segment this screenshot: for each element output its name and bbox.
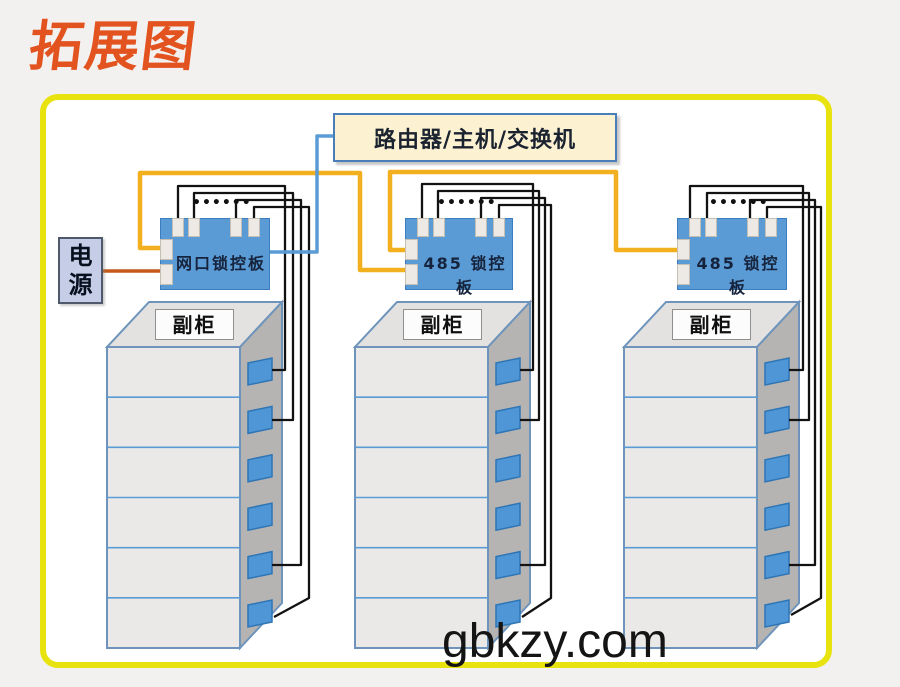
- cabinet-label: 副柜: [155, 309, 234, 340]
- network-lock-board: 网口锁控板: [160, 218, 270, 290]
- board-port-top: [747, 218, 759, 237]
- lock-icon: [495, 405, 521, 435]
- more-ports-dots: ••••••: [709, 195, 769, 211]
- cabinet-label: 副柜: [672, 309, 751, 340]
- lock-cable: [705, 191, 811, 422]
- lock-icon: [247, 599, 273, 628]
- board-label: 485 锁控板: [696, 254, 780, 297]
- rs485-lock-board-1: 485 锁控板: [405, 218, 513, 297]
- lock-icon: [495, 502, 521, 532]
- lock-cable: [192, 191, 295, 422]
- router-label: 路由器/主机/交换机: [373, 127, 577, 153]
- power-label: 电源: [68, 240, 93, 299]
- board-port-top: [475, 218, 487, 237]
- lock-icon: [495, 453, 521, 483]
- board-port-top: [765, 218, 777, 237]
- lock-icon: [247, 550, 273, 580]
- ethernet-cable: [269, 134, 334, 254]
- lock-icon: [764, 357, 790, 386]
- lock-icon: [247, 453, 273, 483]
- lock-icon: [247, 502, 273, 532]
- board-port-top: [188, 218, 200, 237]
- lock-cable: [234, 198, 303, 567]
- board-label: 网口锁控板: [175, 254, 266, 273]
- rs485-lock-board-2: 485 锁控板: [677, 218, 787, 297]
- lock-cable: [748, 198, 817, 567]
- lock-cable: [420, 182, 535, 372]
- lock-cable: [252, 205, 311, 619]
- board-port-side: [405, 239, 418, 260]
- board-port-side: [677, 264, 690, 285]
- bus-cable-right: [387, 169, 678, 253]
- board-port-side: [160, 239, 173, 260]
- router-host-switch-box: 路由器/主机/交换机: [333, 113, 617, 162]
- lock-cable: [479, 196, 547, 567]
- board-port-top: [230, 218, 242, 237]
- lock-icon: [764, 502, 790, 532]
- lock-icon: [764, 453, 790, 483]
- power-supply-box: 电源: [58, 237, 103, 304]
- board-port-top: [433, 218, 445, 237]
- lock-icon: [495, 357, 521, 386]
- cabinet-label: 副柜: [403, 309, 482, 340]
- board-port-top: [689, 218, 701, 237]
- bus-cable-left: [137, 170, 406, 273]
- more-ports-dots: ••••••: [192, 195, 252, 211]
- board-label: 485 锁控板: [423, 254, 507, 297]
- board-port-side: [677, 239, 690, 260]
- lock-icon: [764, 550, 790, 580]
- lock-cable: [688, 184, 805, 372]
- lock-cable: [176, 184, 287, 372]
- lock-icon: [247, 405, 273, 435]
- lock-cable: [436, 189, 541, 422]
- lock-icon: [247, 357, 273, 386]
- board-port-top: [417, 218, 429, 237]
- board-port-top: [172, 218, 184, 237]
- board-port-top: [493, 218, 505, 237]
- lock-cable: [765, 205, 823, 617]
- board-port-top: [248, 218, 260, 237]
- board-port-side: [405, 264, 418, 285]
- page-title: 拓展图: [25, 15, 202, 78]
- lock-icon: [764, 599, 790, 628]
- lock-icon: [764, 405, 790, 435]
- lock-cable: [497, 203, 553, 618]
- lock-icon: [495, 550, 521, 580]
- watermark: gbkzy.com: [442, 615, 668, 668]
- board-port-top: [705, 218, 717, 237]
- board-port-side: [160, 264, 173, 285]
- more-ports-dots: ••••••: [437, 195, 497, 211]
- lock-icon: [495, 599, 521, 628]
